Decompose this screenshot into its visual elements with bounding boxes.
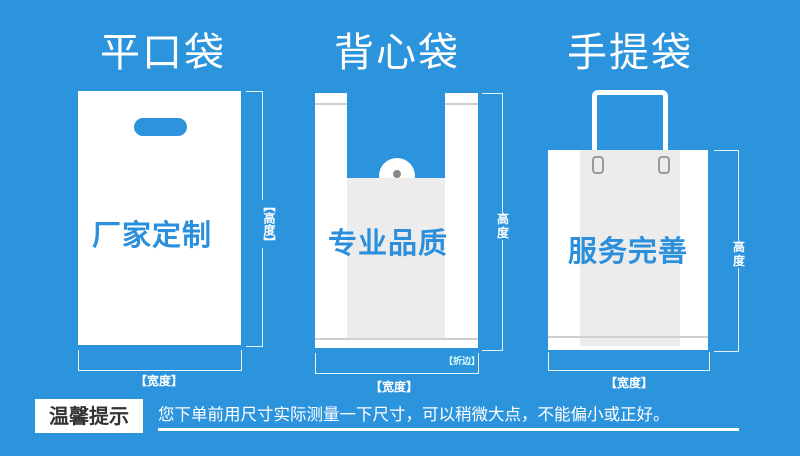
height-label: 【高度】	[262, 200, 276, 248]
flat-bag-illustration	[78, 91, 241, 345]
handle-hole	[134, 118, 187, 136]
bag-inner	[347, 178, 445, 338]
width-label: 【宽度】	[135, 374, 184, 388]
seal-line	[315, 103, 347, 105]
handle-bag-slogan: 服务完善	[568, 234, 689, 268]
width-label: 【宽度】	[370, 380, 419, 394]
hang-hole	[393, 170, 401, 178]
title-handle-bag: 手提袋	[567, 30, 693, 76]
width-dimension	[315, 353, 479, 374]
height-char: 高	[732, 240, 745, 254]
height-label: 高度	[732, 240, 746, 268]
handle-bag-illustration	[548, 150, 708, 350]
width-dimension	[78, 350, 242, 371]
seal-line	[445, 103, 478, 105]
notice-text: 您下单前用尺寸实际测量一下尺寸，可以稍微大点，不能偏小或正好。	[158, 402, 739, 431]
height-char: 高	[496, 212, 509, 226]
fold-label: 【折边】	[444, 357, 481, 367]
notice-badge: 温馨提示	[35, 399, 143, 433]
height-char: 度	[732, 254, 745, 268]
width-dimension	[548, 352, 710, 371]
flat-bag-slogan: 厂家定制	[92, 218, 213, 252]
vest-bag-slogan: 专业品质	[328, 226, 449, 260]
title-flat-bag: 平口袋	[100, 30, 226, 76]
title-vest-bag: 背心袋	[334, 30, 460, 76]
vest-bag-illustration	[315, 93, 478, 348]
seal-line	[315, 338, 478, 340]
width-label: 【宽度】	[605, 376, 654, 390]
product-size-banner: 平口袋 背心袋 手提袋 厂家定制 【高度】 【宽度】 专业品质 高度 【折边】 …	[0, 0, 800, 456]
height-char: 度	[496, 226, 509, 240]
handle-rivet	[658, 156, 670, 174]
height-label: 高度	[496, 212, 510, 240]
handle-rivet	[592, 156, 604, 174]
bag-handle	[592, 90, 668, 165]
bag-inner	[580, 150, 680, 346]
height-dimension	[246, 91, 263, 347]
seal-line	[548, 336, 708, 338]
